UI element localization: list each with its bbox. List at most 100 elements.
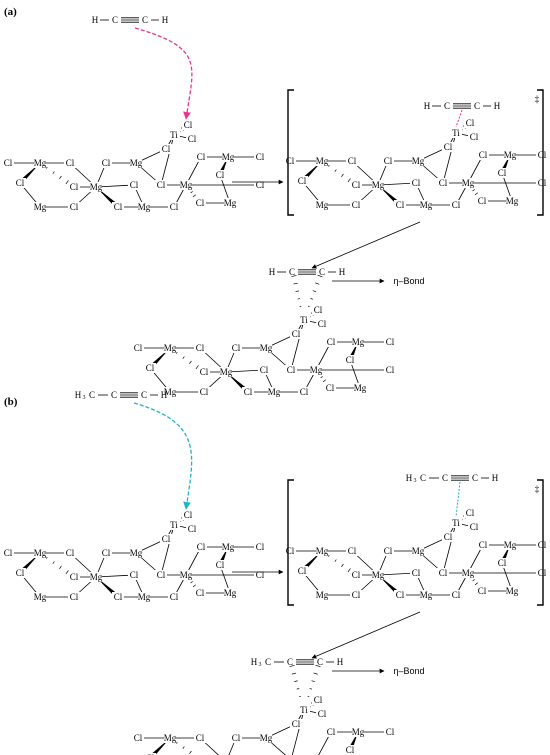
hash-stroke [309,688,313,690]
chlorine-atom: Cl [170,592,179,602]
chlorine-atom: Cl [538,150,547,160]
chlorine-atom: Cl [298,176,307,186]
chlorine-atom: Cl [470,132,479,142]
chlorine-atom: Cl [102,158,111,168]
magnesium-atom: Mg [130,548,143,558]
label-knockout [344,355,356,365]
label-knockout [442,532,454,542]
label-knockout [130,158,142,168]
bond-line [442,132,457,184]
chlorine-atom: Cl [352,200,361,210]
bond-line [442,522,457,574]
label-knockout [352,727,364,737]
label-knockout [194,733,206,743]
label-knockout [536,540,548,550]
label-knockout [168,202,180,212]
label-knockout [316,319,328,329]
label-knockout [64,548,76,558]
hash-stroke [293,282,298,285]
label-knockout [230,343,242,353]
bond-line [225,369,265,373]
hydrogen-atom: H [494,101,501,111]
chlorine-atom: Cl [134,733,143,743]
chlorine-atom: Cl [298,566,307,576]
chlorine-atom: Cl [348,156,357,166]
titanium-atom: Ti [170,520,178,530]
chlorine-atom: Cl [70,592,79,602]
label-knockout [230,733,242,743]
chlorine-atom: Cl [466,118,475,128]
label-knockout [384,337,396,347]
chlorine-atom: Cl [412,568,421,578]
hash-stroke [347,178,351,183]
hash-stroke [52,171,55,174]
magnesium-atom: Mg [224,198,237,208]
magnesium-atom: Mg [164,387,177,397]
hash-stroke [312,290,317,293]
label-knockout [384,727,396,737]
label-knockout [112,592,124,602]
magnesium-atom: Mg [352,337,365,347]
label-knockout [412,156,424,166]
magnesium-atom: Mg [222,152,235,162]
hash-stroke [307,695,310,697]
chlorine-atom: Cl [466,508,475,518]
label-knockout [194,343,206,353]
chlorine-atom: Cl [130,180,139,190]
label-knockout [316,200,328,210]
label-knockout [268,387,280,397]
label-knockout [222,542,234,552]
chlorine-atom: Cl [4,548,13,558]
chlorine-atom: Cl [4,158,13,168]
label-knockout [182,120,194,130]
label-knockout [112,202,124,212]
chlorine-atom: Cl [162,144,171,154]
chlorine-atom: Cl [318,709,327,719]
label-knockout [258,365,270,375]
magnesium-atom: Mg [220,367,233,377]
chlorine-atom: Cl [232,733,241,743]
chlorine-atom: Cl [348,546,357,556]
label-knockout [346,546,358,556]
label-knockout [224,588,236,598]
hash-stroke [59,565,62,570]
label-knockout [506,586,518,596]
hash-stroke [472,579,475,582]
chlorine-atom: Cl [66,158,75,168]
titanium-atom: Ti [300,315,308,325]
label-knockout [198,367,210,377]
hash-stroke [296,688,300,690]
label-knockout [316,546,328,556]
label-knockout [290,719,302,729]
chlorine-atom: Cl [200,367,209,377]
hash-stroke [341,563,344,568]
chlorine-atom: Cl [384,546,393,556]
magnesium-atom: Mg [164,733,177,743]
chlorine-atom: Cl [130,570,139,580]
label-knockout [462,178,474,188]
label-knockout [168,130,180,140]
magnesium-atom: Mg [506,196,519,206]
chlorine-atom: Cl [244,387,253,397]
hash-stroke [295,290,299,292]
chlorine-atom: Cl [196,733,205,743]
label-knockout [34,202,46,212]
hash-stroke [65,570,69,575]
label-knockout [462,568,474,578]
label-knockout [496,168,508,178]
chlorine-atom: Cl [170,202,179,212]
label-knockout [450,590,462,600]
magnesium-atom: Mg [316,200,329,210]
hash-stroke [310,298,313,300]
hydrogen-atom: H [337,657,344,667]
chlorine-atom: Cl [386,727,395,737]
label-knockout [394,200,406,210]
carbon-atom: C [111,390,117,400]
bond-line [290,319,305,371]
hash-stroke [474,582,478,586]
label-knockout [477,540,489,550]
